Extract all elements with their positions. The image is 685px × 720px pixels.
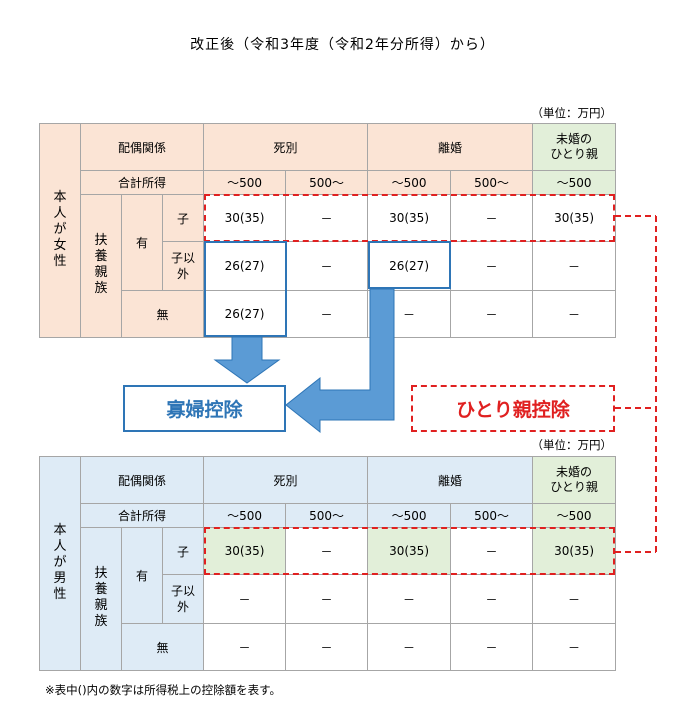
- table-cell: 26(27): [367, 241, 452, 291]
- table-cell: 26(27): [203, 290, 287, 338]
- header-income-high: 500～: [285, 170, 369, 195]
- male-child-row-highlight: [204, 527, 615, 575]
- header-unmarried: 未婚の ひとり親: [532, 123, 617, 171]
- table-cell: 30(35): [532, 527, 617, 575]
- unit-label-bottom: （単位：万円）: [531, 438, 613, 452]
- header-divorce: 離婚: [367, 456, 534, 504]
- table-cell: 30(35): [367, 194, 452, 242]
- header-spouse-relation: 配偶関係: [79, 456, 205, 504]
- female-table: 本人が女性 配偶関係 死別 離婚 未婚の ひとり親 合計所得 ～500 500～…: [39, 123, 617, 338]
- table-cell: －: [532, 623, 617, 671]
- female-side-label: 本人が女性: [39, 123, 81, 338]
- header-income-high: 500～: [450, 503, 534, 528]
- header-non-child: 子以外: [161, 241, 205, 291]
- table-cell: －: [532, 241, 617, 291]
- header-divorce: 離婚: [367, 123, 534, 171]
- header-income-high: 500～: [450, 170, 534, 195]
- table-cell: 30(35): [532, 194, 617, 242]
- footnote: ※表中()内の数字は所得税上の控除額を表す。: [45, 683, 281, 697]
- header-dependents: 扶養親族: [80, 527, 122, 671]
- header-yes: 有: [121, 527, 163, 624]
- header-none: 無: [120, 623, 205, 671]
- male-table: 本人が男性 配偶関係 死別 離婚 未婚の ひとり親 合計所得 ～500 500～…: [39, 456, 617, 671]
- table-cell: －: [367, 574, 452, 624]
- table-cell: －: [450, 574, 534, 624]
- header-unmarried: 未婚の ひとり親: [532, 456, 617, 504]
- header-none: 無: [120, 290, 205, 338]
- table-cell: －: [367, 623, 452, 671]
- header-total-income: 合計所得: [79, 170, 205, 195]
- single-parent-deduction-label: ひとり親控除: [411, 385, 615, 432]
- table-cell: －: [450, 527, 534, 575]
- header-yes: 有: [121, 194, 163, 291]
- table-cell: 30(35): [367, 527, 452, 575]
- table-cell: 26(27): [203, 241, 287, 291]
- header-income-low: ～500: [532, 503, 617, 528]
- header-child: 子: [161, 527, 205, 575]
- table-cell: －: [285, 194, 369, 242]
- table-cell: －: [532, 290, 617, 338]
- header-income-low: ～500: [532, 170, 617, 195]
- red-connector: [615, 215, 657, 553]
- header-income-high: 500～: [285, 503, 369, 528]
- left-arrow: [285, 288, 395, 434]
- table-cell: －: [450, 623, 534, 671]
- header-income-low: ～500: [367, 170, 452, 195]
- page-title: 改正後（令和3年度（令和2年分所得）から）: [190, 37, 495, 53]
- unit-label-top: （単位：万円）: [531, 106, 613, 120]
- header-death: 死別: [203, 456, 369, 504]
- table-cell: －: [285, 527, 369, 575]
- header-non-child: 子以外: [161, 574, 205, 624]
- down-arrow: [213, 336, 281, 384]
- table-cell: －: [450, 241, 534, 291]
- death-cells-highlight: [204, 241, 287, 337]
- table-cell: －: [285, 290, 369, 338]
- table-cell: －: [285, 623, 369, 671]
- table-cell: －: [450, 290, 534, 338]
- table-cell: 30(35): [203, 527, 287, 575]
- header-income-low: ～500: [203, 503, 287, 528]
- kafu-deduction-label: 寡婦控除: [123, 385, 286, 432]
- male-side-label: 本人が男性: [39, 456, 81, 671]
- table-cell: －: [450, 194, 534, 242]
- header-dependents: 扶養親族: [80, 194, 122, 338]
- table-cell: －: [203, 623, 287, 671]
- header-income-low: ～500: [367, 503, 452, 528]
- table-cell: －: [203, 574, 287, 624]
- header-child: 子: [161, 194, 205, 242]
- header-death: 死別: [203, 123, 369, 171]
- divorce-cell-highlight: [368, 241, 451, 289]
